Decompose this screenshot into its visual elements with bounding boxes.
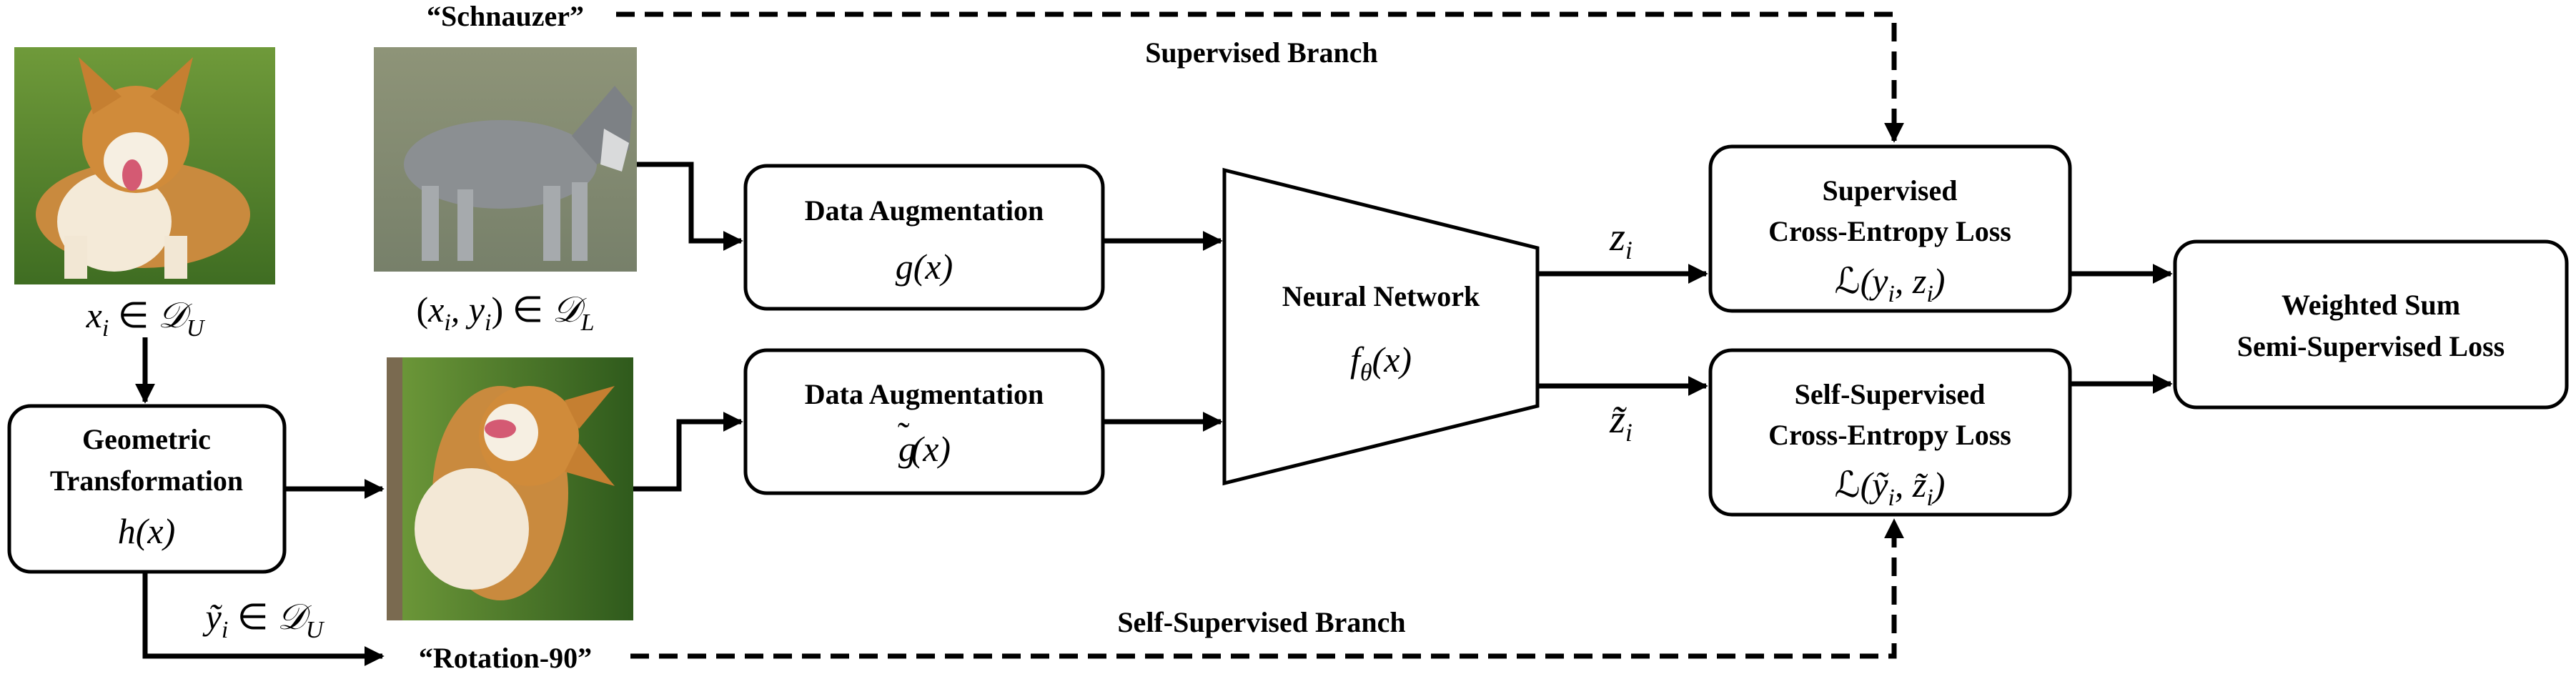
neural-network-trapezoid: [1222, 167, 1540, 486]
supervised-branch-dashed: [616, 11, 1904, 143]
zi-label: zi: [1609, 215, 1633, 264]
network-title: Neural Network: [1282, 280, 1480, 312]
network-math: fθ(x): [1350, 340, 1412, 386]
sup-loss-line2: Cross-Entropy Loss: [1768, 215, 2011, 247]
schnauzer-label: “Schnauzer”: [427, 0, 584, 32]
rotation-label: “Rotation-90”: [419, 642, 592, 674]
corgi-rotated-image: [387, 357, 633, 620]
arrow-rotated-to-aug-bottom: [633, 412, 743, 492]
weighted-line2: Semi-Supervised Loss: [2237, 330, 2505, 362]
geometric-line1: Geometric: [82, 423, 211, 455]
arrow-schnauzer-to-aug-top: [637, 162, 743, 251]
corgi-image: [14, 47, 275, 284]
geometric-line2: Transformation: [50, 465, 243, 497]
sup-loss-line1: Supervised: [1823, 174, 1958, 207]
yi-tilde-in-DU-label: ỹi ∈ 𝒟U: [202, 596, 325, 643]
self-supervised-branch-label: Self-Supervised Branch: [1117, 606, 1405, 638]
xi-in-DU-label: xi ∈ 𝒟U: [86, 294, 206, 342]
data-augmentation-top-box: Data Augmentation g(x): [743, 164, 1105, 311]
weighted-line1: Weighted Sum: [2282, 289, 2460, 321]
weighted-sum-box: Weighted Sum Semi-Supervised Loss: [2173, 239, 2569, 410]
schnauzer-image: [374, 47, 637, 272]
supervised-branch-label: Supervised Branch: [1145, 36, 1378, 69]
geometric-transformation-box: Geometric Transformation h(x): [7, 404, 287, 574]
arrow-geometric-to-rotation-label: [142, 572, 385, 666]
data-augmentation-bottom-box: Data Augmentation g˜(x): [743, 348, 1105, 495]
self-loss-line1: Self-Supervised: [1795, 378, 1986, 410]
xiyi-in-DL-label: (xi, yi) ∈ 𝒟L: [416, 289, 594, 336]
zi-tilde-label: z̃i: [1609, 397, 1633, 447]
self-loss-line2: Cross-Entropy Loss: [1768, 419, 2011, 451]
aug-top-math: g(x): [896, 247, 953, 287]
aug-top-title: Data Augmentation: [805, 194, 1044, 227]
self-supervised-loss-box: Self-Supervised Cross-Entropy Loss ℒ(ỹi,…: [1708, 348, 2072, 517]
supervised-loss-box: Supervised Cross-Entropy Loss ℒ(yi, zi): [1708, 144, 2072, 313]
self-supervised-branch-dashed: [630, 518, 1904, 659]
geometric-math: h(x): [118, 511, 176, 551]
aug-bottom-title: Data Augmentation: [805, 378, 1044, 410]
